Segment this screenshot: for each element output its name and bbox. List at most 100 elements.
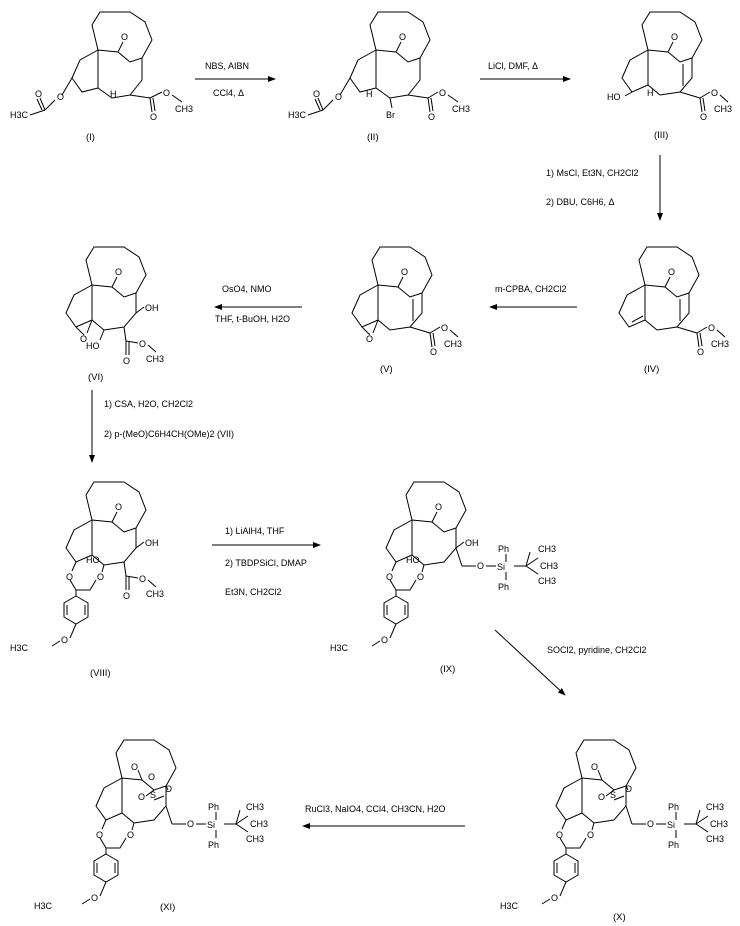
- atom-o: O: [668, 267, 675, 277]
- compound-label-I: (I): [86, 132, 95, 143]
- reaction-arrow-9: RuCl3, NaIO4, CCl4, CH3CN, H2O: [302, 804, 465, 829]
- reaction-arrow-6: 1) CSA, H2O, CH2Cl2 2) p-(MeO)C6H4CH(OMe…: [89, 390, 234, 463]
- atom-ph: Ph: [208, 840, 219, 850]
- atom-s: S: [150, 790, 156, 800]
- compound-label-III: (III): [654, 130, 668, 141]
- atom-o: O: [115, 267, 122, 277]
- atom-ch3: CH3: [710, 819, 728, 829]
- compound-label-X: (X): [613, 912, 626, 923]
- reaction-arrow-3: 1) MsCl, Et3N, CH2Cl2 2) DBU, C6H6, Δ: [546, 155, 663, 221]
- atom-ph: Ph: [208, 802, 219, 812]
- atom-si: Si: [667, 820, 675, 830]
- atom-o: O: [399, 32, 406, 42]
- atom-ch3: CH3: [246, 834, 264, 844]
- compound-label-IV: (IV): [644, 364, 659, 375]
- atom-o: O: [439, 88, 446, 98]
- atom-ch3: CH3: [246, 802, 264, 812]
- structure-IX-atoms: O OH HO O O O Si Ph Ph CH3 CH3 CH3 O H3C…: [330, 502, 558, 675]
- atom-ch3: CH3: [444, 339, 462, 349]
- atom-ch3: CH3: [538, 544, 556, 554]
- atom-h: H: [110, 89, 117, 99]
- atom-h3c: H3C: [34, 901, 53, 911]
- atom-ph: Ph: [498, 544, 509, 554]
- atom-ho: HO: [86, 555, 100, 565]
- atom-o: O: [115, 502, 122, 512]
- atom-o: O: [430, 347, 437, 357]
- atom-o: O: [139, 339, 146, 349]
- atom-o: O: [598, 792, 605, 802]
- atom-ho: HO: [406, 555, 420, 565]
- atom-o: O: [647, 819, 654, 829]
- structure-I-atoms: O H O O H3C O O CH3 (I): [10, 32, 193, 143]
- atom-o: O: [441, 323, 448, 333]
- structure-XI-atoms: O O S O O O O O Si Ph Ph CH3 CH3 CH3 O H…: [34, 762, 268, 913]
- atom-h: H: [647, 88, 654, 98]
- reaction-arrow-1: NBS, AIBN CCl4, Δ: [195, 61, 276, 98]
- compound-label-VI: (VI): [88, 372, 103, 383]
- atom-o: O: [587, 830, 594, 840]
- structure-VIII: [51, 481, 157, 647]
- atom-oh: OH: [145, 538, 159, 548]
- structure-IX: [371, 481, 539, 647]
- atom-o: O: [591, 762, 598, 772]
- atom-si: Si: [497, 562, 505, 572]
- atom-o: O: [163, 88, 170, 98]
- atom-o: O: [435, 502, 442, 512]
- atom-o: O: [165, 784, 172, 794]
- structure-XI: [81, 739, 249, 905]
- atom-o: O: [697, 347, 704, 357]
- atom-oh: OH: [145, 303, 159, 313]
- structure-IV: [618, 246, 726, 348]
- atom-ho: HO: [607, 92, 621, 102]
- atom-oh: OH: [465, 538, 479, 548]
- reagent-s7-line1: 1) LiAlH4, THF: [225, 526, 285, 536]
- atom-s: S: [610, 790, 616, 800]
- atom-o: O: [381, 635, 388, 645]
- atom-h3c: H3C: [10, 110, 29, 120]
- reagent-s2-line1: LiCl, DMF, Δ: [488, 61, 538, 71]
- atom-o: O: [131, 762, 138, 772]
- atom-o: O: [313, 89, 320, 99]
- reaction-arrow-5: OsO4, NMO THF, t-BuOH, H2O: [214, 284, 302, 324]
- structure-III: [621, 11, 729, 113]
- atom-ph: Ph: [668, 802, 679, 812]
- atom-o: O: [80, 334, 87, 344]
- reagent-s5-line1: OsO4, NMO: [222, 284, 272, 294]
- structure-IV-atoms: O O O CH3 (IV): [644, 267, 729, 375]
- reagent-s7-line2: 2) TBDPSiCl, DMAP: [225, 558, 307, 568]
- atom-o: O: [187, 819, 194, 829]
- atom-o: O: [150, 112, 157, 122]
- reagent-s3-line1: 1) MsCl, Et3N, CH2Cl2: [546, 168, 639, 178]
- structure-VI-atoms: O O OH HO O O CH3 (VI): [80, 267, 164, 383]
- reaction-arrow-4: m-CPBA, CH2Cl2: [489, 284, 577, 310]
- atom-o: O: [671, 32, 678, 42]
- atom-ch3: CH3: [538, 576, 556, 586]
- atom-o: O: [97, 572, 104, 582]
- reaction-arrow-2: LiCl, DMF, Δ: [480, 61, 571, 82]
- atom-ch3: CH3: [711, 339, 729, 349]
- atom-o: O: [386, 572, 393, 582]
- atom-o: O: [401, 267, 408, 277]
- reagent-s4-line1: m-CPBA, CH2Cl2: [495, 284, 567, 294]
- structure-X-atoms: O O S O O O O Si Ph Ph CH3 CH3 CH3 O H3C…: [500, 762, 728, 923]
- atom-o: O: [477, 561, 484, 571]
- reagent-s9-line1: RuCl3, NaIO4, CCl4, CH3CN, H2O: [305, 804, 446, 814]
- atom-ch3: CH3: [250, 819, 268, 829]
- atom-h3c: H3C: [288, 110, 307, 120]
- atom-o: O: [700, 112, 707, 122]
- atom-o: O: [551, 893, 558, 903]
- structure-II-atoms: O H Br O O H3C O O CH3 (II): [288, 32, 470, 143]
- reagent-s1-line1: NBS, AIBN: [205, 61, 249, 71]
- compound-label-II: (II): [367, 132, 379, 143]
- reagent-s6-line1: 1) CSA, H2O, CH2Cl2: [104, 399, 193, 409]
- structure-V-atoms: O O O O CH3 (V): [366, 267, 462, 375]
- atom-o: O: [556, 830, 563, 840]
- atom-o: O: [123, 356, 130, 366]
- atom-ho: HO: [86, 341, 100, 351]
- atom-o: O: [61, 635, 68, 645]
- atom-ch3: CH3: [706, 834, 724, 844]
- atom-o: O: [139, 574, 146, 584]
- atom-o: O: [57, 92, 64, 102]
- atom-o: O: [121, 32, 128, 42]
